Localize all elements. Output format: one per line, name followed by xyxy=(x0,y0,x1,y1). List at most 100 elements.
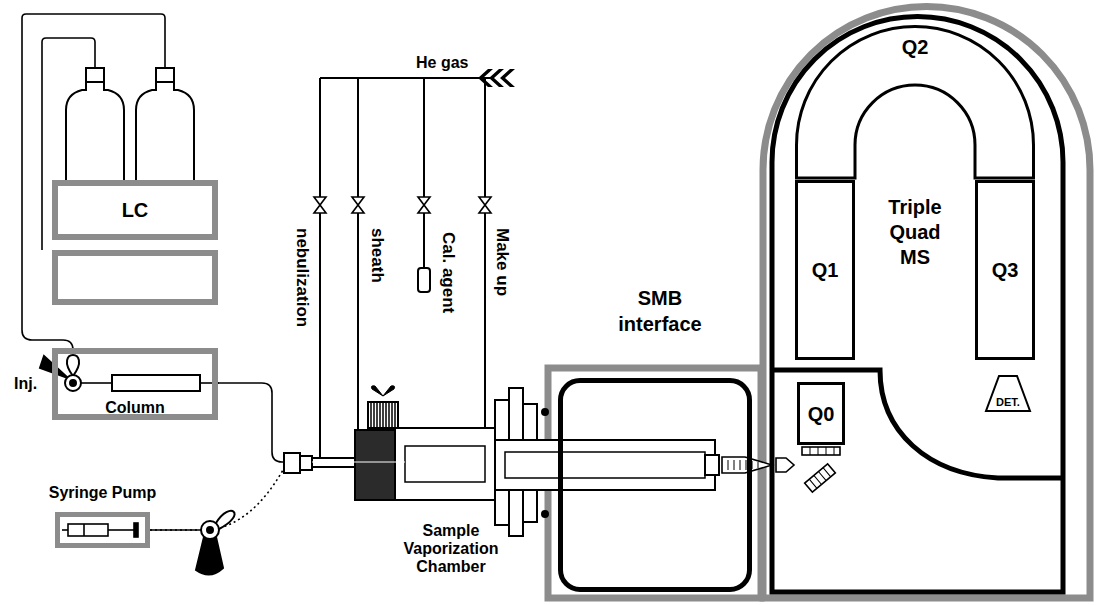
calibrant-vial xyxy=(418,268,430,292)
syringe-symbol xyxy=(134,523,138,537)
gas-line xyxy=(320,77,490,79)
solvent-bottle xyxy=(86,68,104,82)
calibrant-vial xyxy=(418,268,430,292)
syringe-symbol xyxy=(83,524,85,536)
injector-valve xyxy=(65,375,81,391)
solvent-bottle xyxy=(66,82,124,180)
node-label: Q0 xyxy=(808,402,835,426)
node-label: Triple Quad MS xyxy=(875,195,955,270)
gas-inlet-chevrons xyxy=(500,69,515,87)
syringe-valve xyxy=(201,521,219,539)
flange-plate xyxy=(542,511,548,517)
quadrupole-box: Q3 xyxy=(975,180,1035,360)
gray-housing xyxy=(55,253,215,302)
ion-optics xyxy=(805,464,836,492)
gas-line xyxy=(320,78,490,458)
gas-line-label: Make up xyxy=(492,228,512,296)
syringe-symbol xyxy=(150,529,201,531)
vaporization-chamber-drawing xyxy=(405,446,485,482)
transfer-line xyxy=(150,470,283,530)
vaporization-chamber-drawing xyxy=(312,462,405,463)
syringe-valve xyxy=(196,537,223,575)
mass-spectrometer-housing-outline xyxy=(772,17,1063,592)
syringe-symbol xyxy=(108,529,134,531)
node-label: LC xyxy=(122,198,149,222)
node-label: Syringe Pump xyxy=(49,483,157,502)
valve-symbol xyxy=(314,197,326,213)
part-label: He gas xyxy=(416,53,468,72)
injector-valve xyxy=(70,380,76,386)
syringe-symbol xyxy=(68,524,108,536)
syringe-symbol xyxy=(62,523,201,537)
mass-spectrometer-housing-outline xyxy=(772,370,1063,478)
node-label: SMB interface xyxy=(605,285,715,337)
detector-trapezoid-outline xyxy=(986,376,1030,411)
ion-optics xyxy=(809,468,831,489)
supersonic-nozzle xyxy=(722,457,794,473)
lc-pump-box: LC xyxy=(52,180,218,240)
ion-optics xyxy=(805,464,836,492)
column-tube xyxy=(112,375,219,391)
gas-line xyxy=(357,78,359,430)
vaporization-chamber-drawing xyxy=(368,402,398,428)
transfer-tube xyxy=(505,452,705,478)
ion-optics xyxy=(810,447,834,455)
quadrupole-box: Q1 xyxy=(795,180,855,360)
column-box: Column xyxy=(52,348,218,420)
valve-symbol xyxy=(479,197,491,213)
quadrupole-arc-outline xyxy=(797,27,1034,178)
gas-line-label: sheath xyxy=(367,228,387,283)
column-tube xyxy=(112,375,200,391)
syringe-valve xyxy=(207,527,213,533)
node-label: Q3 xyxy=(992,258,1019,282)
vaporization-chamber-drawing xyxy=(395,428,495,500)
part-label: Inj. xyxy=(14,374,37,393)
gas-line xyxy=(484,78,486,428)
valve-symbol xyxy=(314,197,491,213)
gray-housing xyxy=(55,253,215,302)
vaporization-chamber-drawing xyxy=(355,430,395,500)
injector-valve xyxy=(40,355,112,391)
solvent-bottle xyxy=(136,82,194,180)
vaporization-chamber-drawing xyxy=(371,386,394,396)
supersonic-nozzle xyxy=(776,458,794,472)
vaporization-chamber-drawing xyxy=(284,453,300,473)
mass-spectrometer-housing: Triple Quad MS Q2Q1 Q3Q0 DET. xyxy=(768,12,1068,596)
gas-inlet-chevrons xyxy=(478,69,515,87)
valve-symbol xyxy=(418,197,430,213)
detector-trapezoid: DET. xyxy=(985,375,1031,412)
syringe-valve xyxy=(196,511,235,575)
node-label: Sample Vaporization Chamber xyxy=(395,522,507,576)
vaporization-chamber: Sample Vaporization Chamber xyxy=(283,428,495,500)
injector-valve xyxy=(67,355,79,376)
ion-optics xyxy=(802,447,840,492)
transfer-tube xyxy=(495,440,719,490)
ion-optics xyxy=(802,447,840,455)
ion-guide-box: Q0 xyxy=(797,382,845,445)
valve-symbol xyxy=(352,197,364,213)
transfer-tube xyxy=(495,440,715,490)
node-label: Q1 xyxy=(812,258,839,282)
node-label: Column xyxy=(105,398,165,417)
syringe-symbol xyxy=(62,529,68,531)
gray-housing xyxy=(548,6,1090,598)
gas-line-label: nebulization xyxy=(292,228,312,327)
node-label: Q2 xyxy=(902,35,929,59)
solvent-bottle xyxy=(156,68,174,82)
node-label: DET. xyxy=(996,396,1020,409)
gas-line xyxy=(319,78,321,458)
gas-line xyxy=(423,78,425,268)
supersonic-nozzle xyxy=(728,460,758,470)
vaporization-chamber-drawing xyxy=(300,456,312,470)
flange-plate xyxy=(542,409,548,415)
vaporization-chamber-drawing xyxy=(371,402,395,428)
supersonic-nozzle xyxy=(722,457,772,473)
solvent-bottle xyxy=(66,68,194,180)
transfer-line xyxy=(218,383,283,462)
vaporization-chamber-drawing xyxy=(284,386,495,500)
gas-line-label: Cal. agent xyxy=(438,232,458,313)
smb-interface-box: SMB interface xyxy=(558,378,752,592)
gray-housing xyxy=(763,6,1090,598)
injector-valve xyxy=(81,382,112,384)
